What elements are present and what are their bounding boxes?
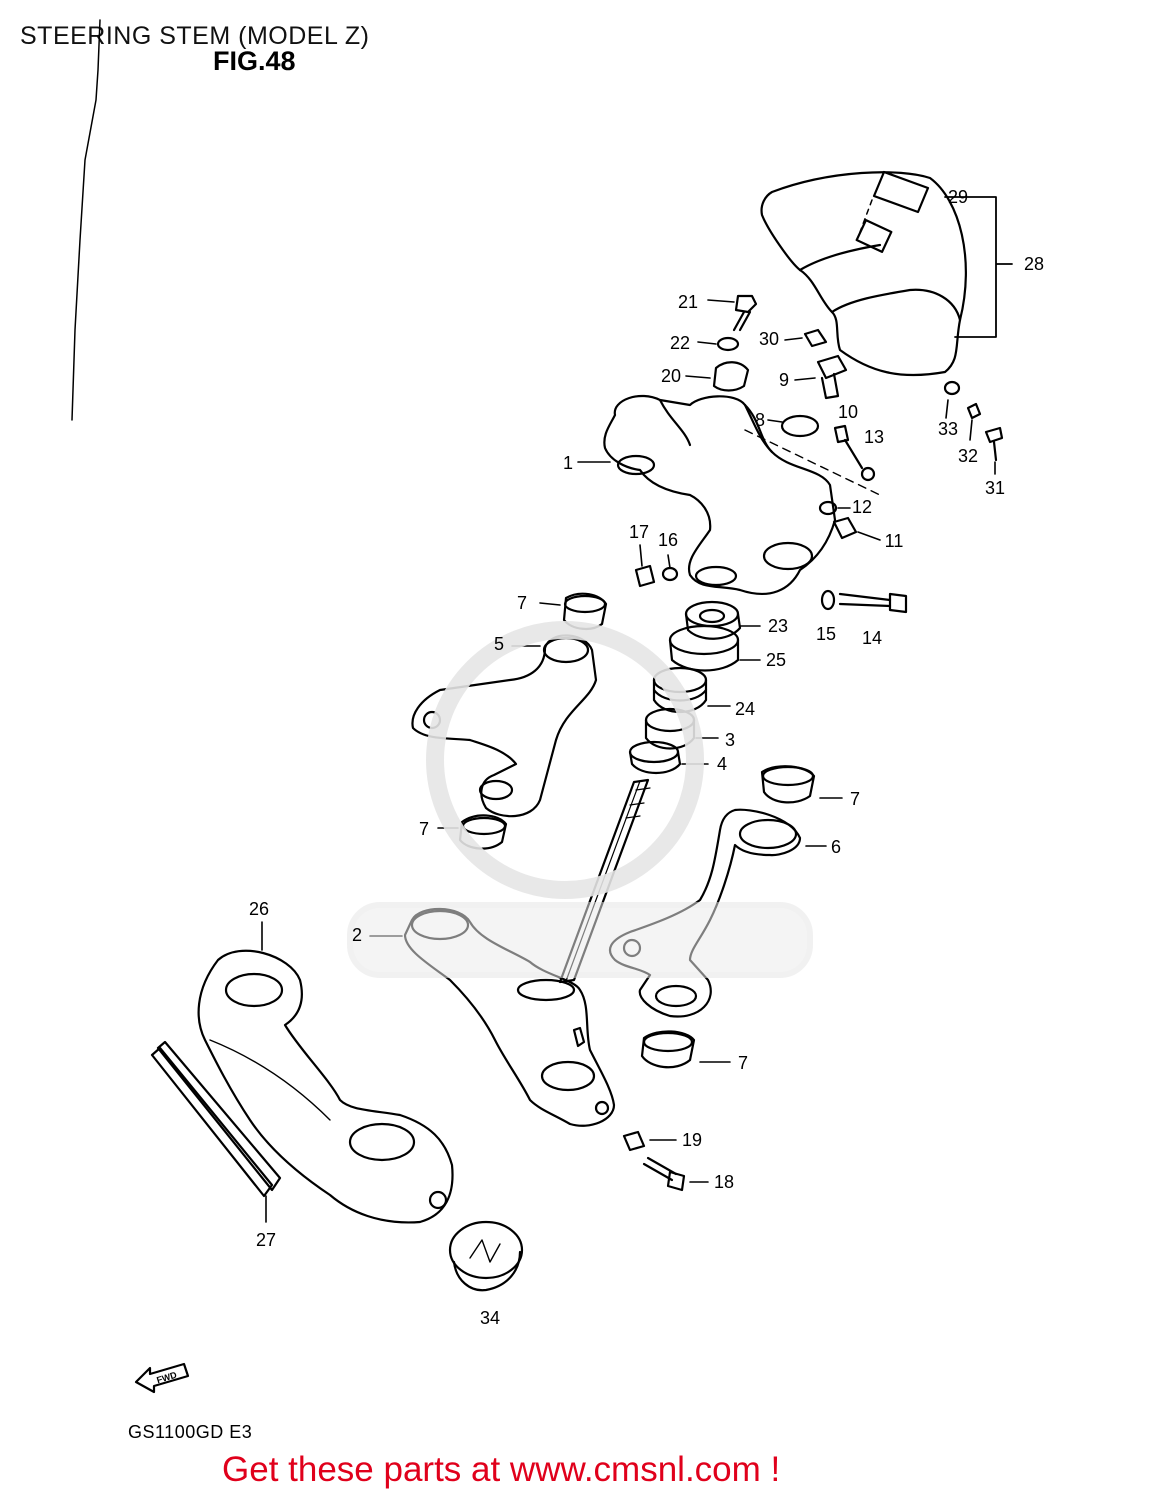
seal-25 — [668, 624, 740, 672]
callout-4: 4 — [716, 754, 728, 774]
watermark-logo — [347, 621, 813, 978]
callout-14: 14 — [861, 628, 883, 648]
callout-7-b: 7 — [418, 819, 430, 839]
holder-20 — [712, 361, 750, 392]
callout-12: 12 — [851, 497, 873, 517]
callout-7-a: 7 — [516, 593, 528, 613]
washer-33 — [943, 380, 961, 396]
callout-28: 28 — [1023, 254, 1045, 274]
callout-10: 10 — [837, 402, 859, 422]
upper-bracket-part — [577, 395, 881, 595]
cap-34 — [448, 1220, 524, 1292]
callout-17: 17 — [628, 522, 650, 542]
callout-24: 24 — [734, 699, 756, 719]
callout-30: 30 — [758, 329, 780, 349]
emblem-part — [859, 170, 930, 233]
stem-nut-23 — [684, 600, 742, 640]
callout-9: 9 — [778, 370, 790, 390]
callout-31: 31 — [984, 478, 1006, 498]
screw-31 — [984, 426, 1004, 462]
callout-7-c: 7 — [849, 789, 861, 809]
model-code: GS1100GD E3 — [128, 1422, 253, 1442]
callout-15: 15 — [815, 624, 837, 644]
nut-30 — [803, 328, 828, 348]
lower-cover-26 — [197, 921, 454, 1224]
figure-label: FIG.48 — [213, 46, 296, 76]
callout-22: 22 — [669, 333, 691, 353]
callout-19: 19 — [681, 1130, 703, 1150]
callout-21: 21 — [677, 292, 699, 312]
callout-7-d: 7 — [737, 1053, 749, 1073]
callout-13: 13 — [863, 427, 885, 447]
callout-5: 5 — [493, 634, 505, 654]
callout-20: 20 — [660, 366, 682, 386]
page-title: STEERING STEM (MODEL Z) — [20, 22, 370, 50]
nut-32 — [966, 402, 982, 420]
callout-18: 18 — [713, 1172, 735, 1192]
nut-11 — [832, 516, 858, 540]
promo-link[interactable]: Get these parts at www.cmsnl.com ! — [222, 1450, 781, 1489]
forward-arrow-icon: FWD — [134, 1362, 190, 1394]
callout-25: 25 — [765, 650, 787, 670]
handlebar-cover-part — [760, 171, 967, 377]
callout-16: 16 — [657, 530, 679, 550]
callout-11: 11 — [884, 531, 904, 551]
scan-margin-line — [71, 19, 101, 421]
bolt-18 — [642, 1156, 686, 1192]
nut-19 — [622, 1130, 646, 1152]
callout-34: 34 — [479, 1308, 501, 1328]
nut-17 — [634, 564, 656, 588]
callout-bracket-28 — [944, 196, 1013, 338]
callout-2: 2 — [351, 925, 363, 945]
callout-3: 3 — [724, 730, 736, 750]
bolt-10 — [833, 424, 876, 482]
seal-4 — [628, 740, 682, 775]
callout-33: 33 — [937, 419, 959, 439]
callout-29: 29 — [947, 187, 969, 207]
washer-12 — [818, 500, 838, 516]
bolt-21 — [707, 294, 758, 332]
seal-7-lower-right — [640, 1030, 731, 1069]
callout-8: 8 — [754, 410, 766, 430]
callout-27: 27 — [255, 1230, 277, 1250]
seal-7-upper-right — [760, 765, 843, 804]
washer-16 — [661, 566, 679, 582]
callout-26: 26 — [248, 899, 270, 919]
washer-8 — [780, 414, 820, 438]
bolt-9 — [794, 354, 848, 400]
reflector-27 — [150, 1040, 282, 1223]
callout-6: 6 — [830, 837, 842, 857]
callout-23: 23 — [767, 616, 789, 636]
washer-22 — [716, 336, 740, 352]
callout-32: 32 — [957, 446, 979, 466]
bolt-14 — [820, 589, 908, 614]
callout-1: 1 — [562, 453, 574, 473]
